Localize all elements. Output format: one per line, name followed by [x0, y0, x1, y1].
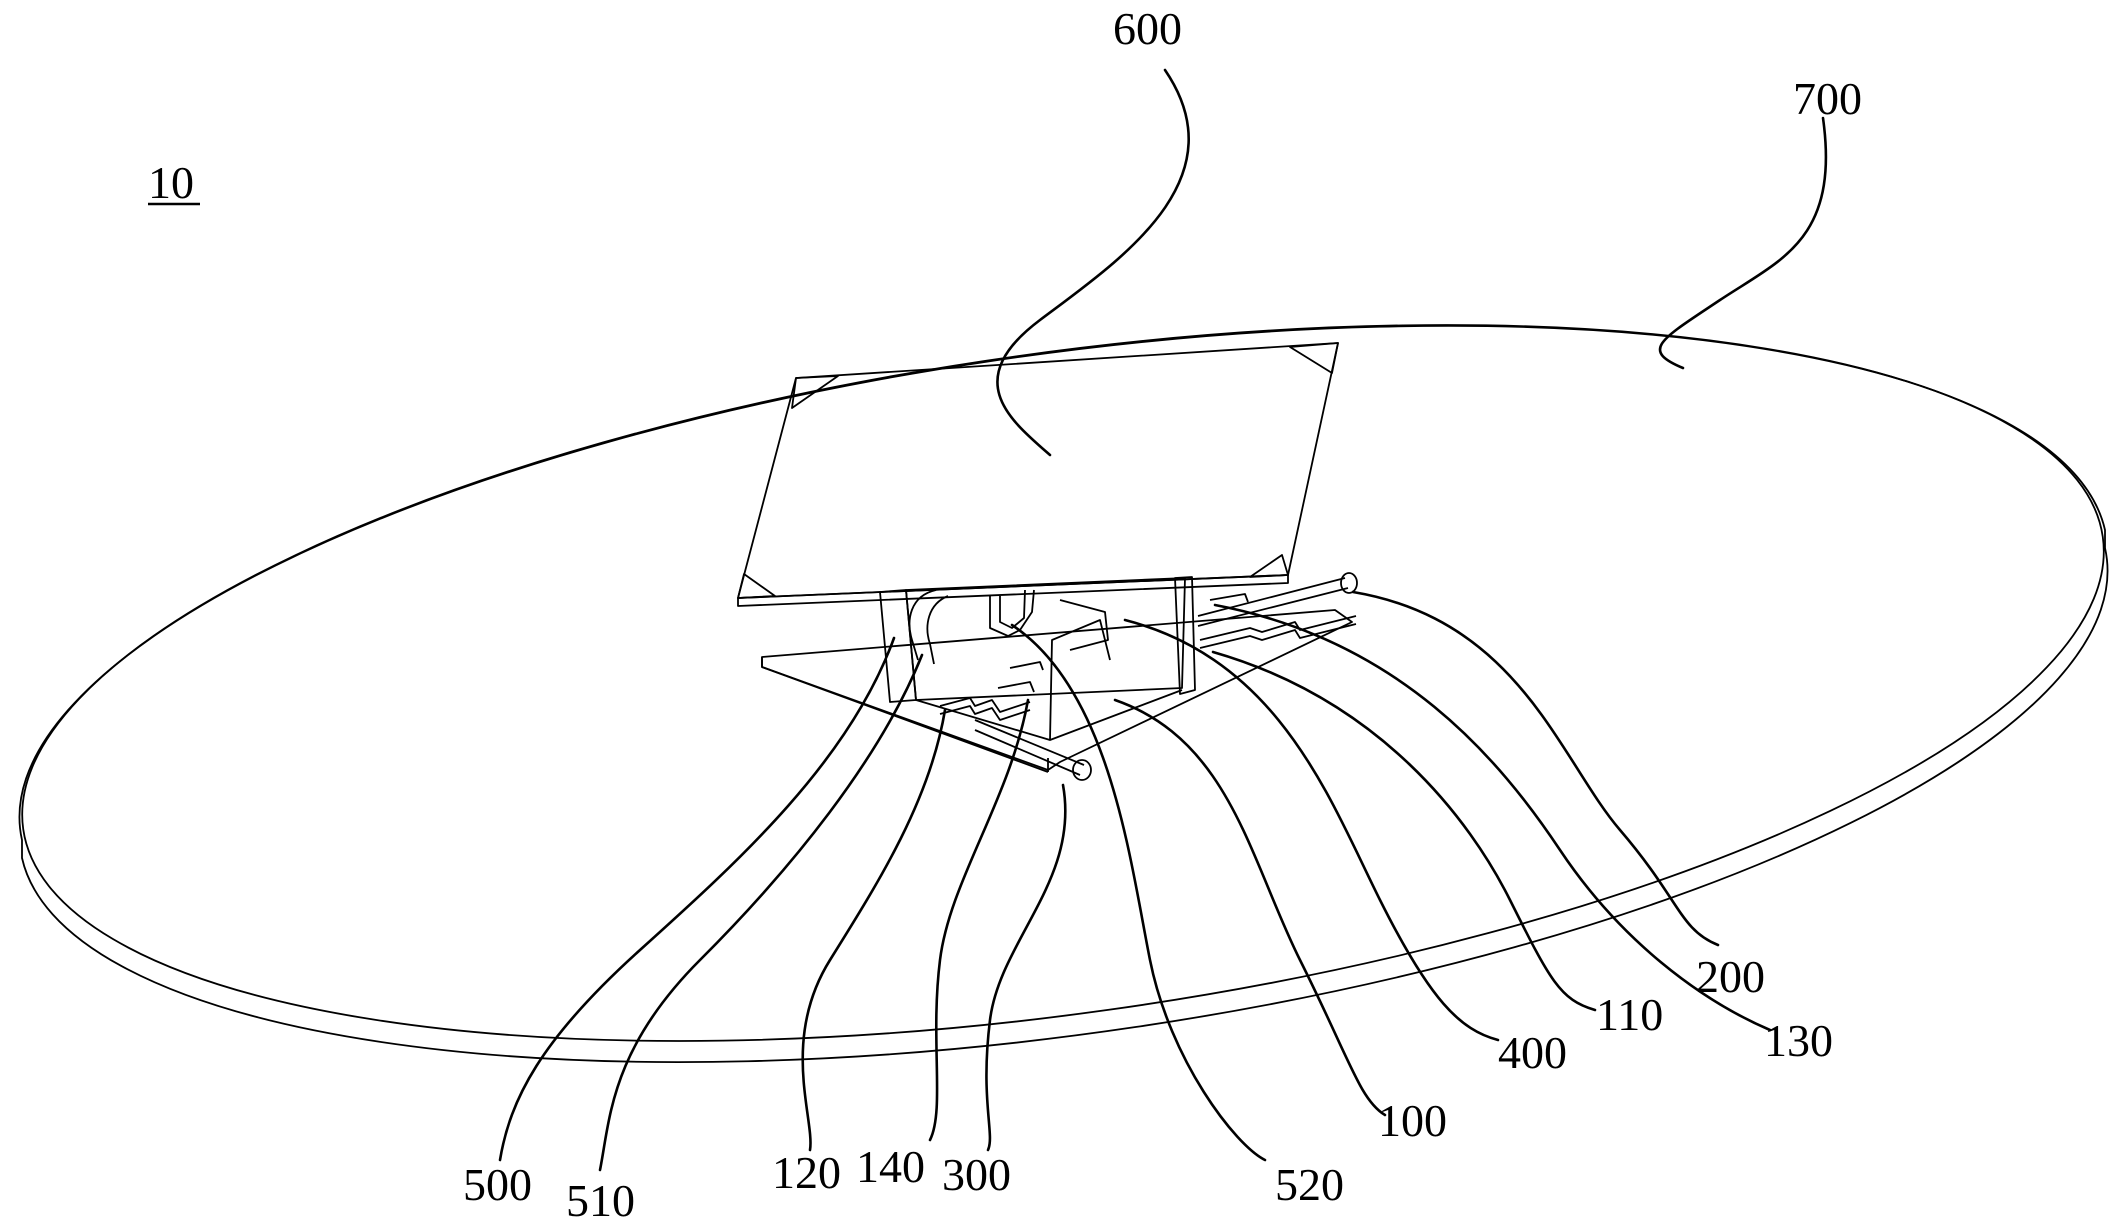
- substrate-board: [761, 609, 1353, 773]
- label-500: 500: [463, 1159, 532, 1210]
- leader-130: [1213, 603, 1772, 1032]
- radiating-patch: [737, 342, 1339, 607]
- label-100: 100: [1378, 1095, 1447, 1146]
- label-120: 120: [772, 1147, 841, 1198]
- label-400: 400: [1498, 1027, 1567, 1078]
- leader-140: [928, 698, 1030, 1142]
- leader-400: [1123, 618, 1500, 1042]
- label-600: 600: [1113, 3, 1182, 54]
- leader-500: [498, 636, 896, 1162]
- feed-lines: [939, 572, 1358, 781]
- leader-700: [1658, 116, 1828, 370]
- label-assembly-10: 10: [148, 157, 194, 208]
- support-structure: [879, 576, 1196, 741]
- label-300: 300: [942, 1149, 1011, 1200]
- label-130: 130: [1764, 1015, 1833, 1066]
- leader-510: [598, 653, 924, 1172]
- label-520: 520: [1275, 1159, 1344, 1210]
- leader-600: [996, 68, 1190, 457]
- label-110: 110: [1596, 989, 1663, 1040]
- label-510: 510: [566, 1175, 635, 1223]
- ground-plate: [18, 324, 2109, 1063]
- label-140: 140: [856, 1141, 925, 1192]
- reference-labels: 10 600 700 200 110 130 400 100 520 300 1…: [148, 3, 1862, 1223]
- leader-120: [801, 708, 947, 1152]
- leader-110: [1211, 650, 1597, 1012]
- leader-300: [985, 783, 1067, 1152]
- leader-100: [1113, 698, 1387, 1117]
- label-200: 200: [1696, 951, 1765, 1002]
- leader-200: [1351, 590, 1720, 947]
- leader-520: [1010, 623, 1267, 1162]
- leader-lines: [498, 68, 1828, 1172]
- label-700: 700: [1793, 73, 1862, 124]
